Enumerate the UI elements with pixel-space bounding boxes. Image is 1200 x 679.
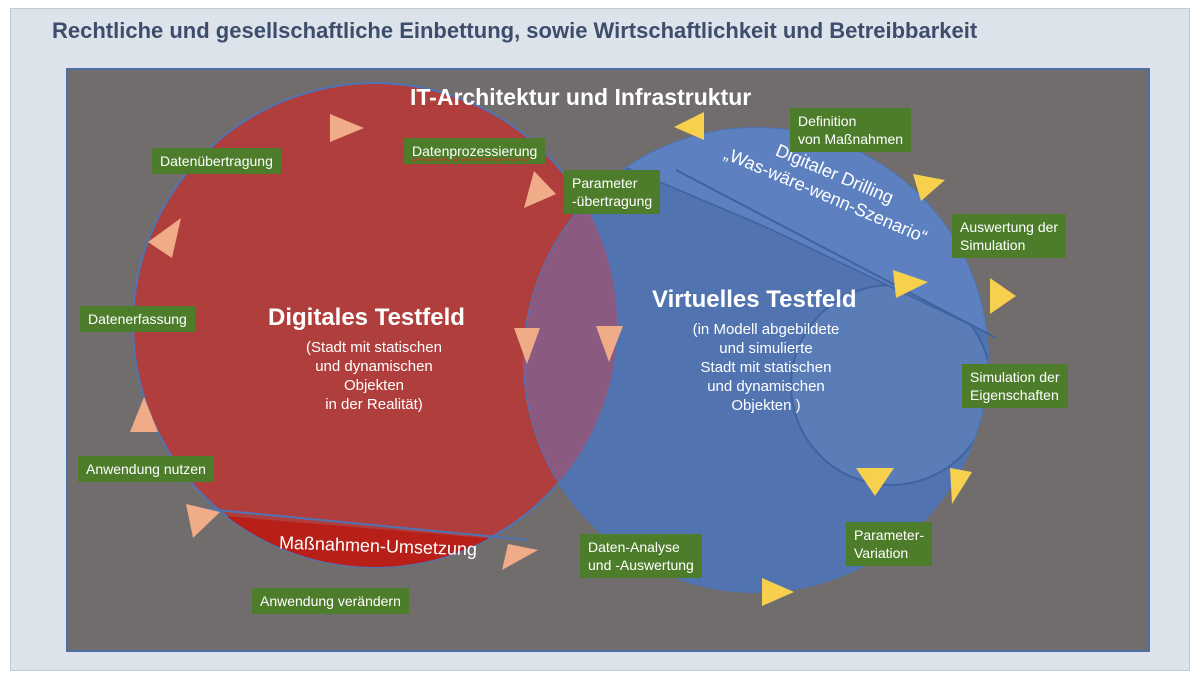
label-definition-massnahmen: Definition von Maßnahmen [790, 108, 912, 152]
label-auswertung-simulation: Auswertung der Simulation [952, 214, 1067, 258]
arrow-blue-right [990, 278, 1016, 314]
virtual-testfield-title: Virtuelles Testfeld [652, 286, 857, 313]
label-daten-analyse: Daten-Analyse und -Auswertung [580, 534, 702, 578]
label-anwendung-nutzen: Anwendung nutzen [78, 456, 214, 482]
digital-testfield-title: Digitales Testfeld [268, 304, 465, 331]
measures-band-edge [195, 507, 529, 541]
measures-band [133, 508, 617, 567]
arrow-inner-bottom [856, 468, 894, 496]
main-title: Rechtliche und gesellschaftliche Einbett… [52, 18, 978, 43]
arrow-overlap-left [514, 328, 540, 364]
arrow-blue-bottom [762, 578, 794, 606]
arrow-lower-left [186, 504, 220, 538]
digital-testfield-description: (Stadt mit statischen und dynamischen Ob… [306, 339, 442, 413]
arrow-bottom [502, 544, 538, 570]
inner-frame: IT-Architektur und Infrastruktur Digital… [66, 68, 1150, 652]
label-datenuebertragung: Datenübertragung [152, 148, 281, 174]
virtual-testfield-description: (in Modell abgebildete und simulierte St… [692, 321, 840, 414]
digital-triplet-edge [675, 169, 997, 339]
arrow-blue-lower-right [950, 468, 972, 504]
frame-title: IT-Architektur und Infrastruktur [410, 84, 752, 110]
label-anwendung-veraendern: Anwendung verändern [252, 588, 409, 614]
arrow-blue-upper-right [913, 174, 945, 201]
arrow-upper-left [148, 218, 181, 258]
arrow-overlap-right [596, 326, 623, 362]
diagram-canvas [130, 82, 1016, 606]
label-datenerfassung: Datenerfassung [80, 306, 195, 332]
arrow-left-up [130, 397, 158, 432]
label-parameter-variation: Parameter- Variation [846, 522, 933, 566]
arrow-top [330, 114, 364, 142]
label-parameter-uebertragung: Parameter -übertragung [564, 170, 661, 214]
arrow-triplet [893, 270, 928, 298]
label-simulation-eigenschaften: Simulation der Eigenschaften [962, 364, 1068, 408]
arrow-blue-top [674, 112, 704, 140]
label-datenprozessierung: Datenprozessierung [404, 138, 546, 164]
arrow-top-right [524, 171, 556, 208]
